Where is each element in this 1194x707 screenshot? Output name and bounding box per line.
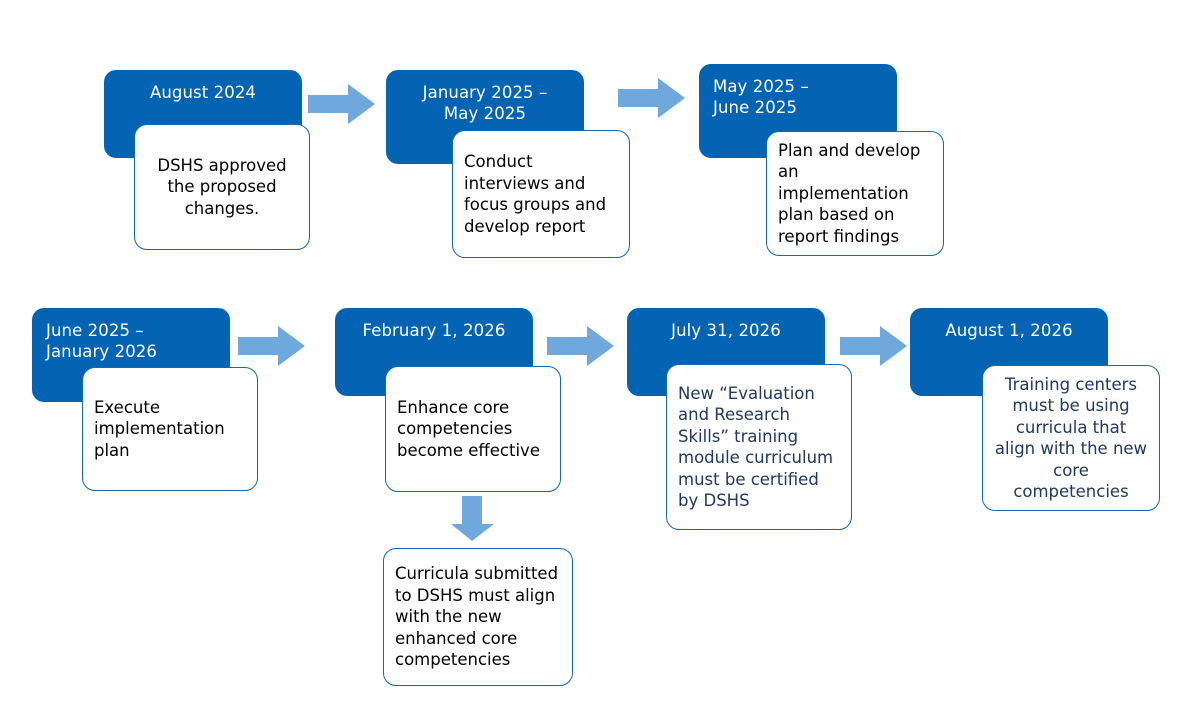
arrow-right-icon-step-1-to-step-2: [308, 82, 376, 126]
note-card-step-3[interactable]: Plan and develop an implementation plan …: [766, 131, 944, 256]
diagram-title: DSHS Core Competencies Implementation Ti…: [0, 21, 1, 22]
arrow-down-icon-step-5-to-branch-curricula: [449, 496, 497, 542]
arrow-right-icon-step-6-to-step-7: [840, 324, 908, 368]
arrow-right-icon-step-2-to-step-3: [618, 76, 686, 120]
note-card-step-1[interactable]: DSHS approved the proposed changes.: [134, 124, 310, 250]
note-card-step-5[interactable]: Enhance core competencies become effecti…: [385, 366, 561, 492]
arrow-right-icon-step-4-to-step-5: [238, 324, 306, 368]
note-card-step-6[interactable]: New “Evaluation and Research Skills” tra…: [666, 364, 852, 530]
note-card-step-7[interactable]: Training centers must be using curricula…: [982, 365, 1160, 511]
note-card-step-2[interactable]: Conduct interviews and focus groups and …: [452, 130, 630, 258]
note-card-branch-curricula[interactable]: Curricula submitted to DSHS must align w…: [383, 548, 573, 686]
note-card-step-4[interactable]: Execute implementation plan: [82, 367, 258, 491]
arrow-right-icon-step-5-to-step-6: [547, 324, 615, 368]
